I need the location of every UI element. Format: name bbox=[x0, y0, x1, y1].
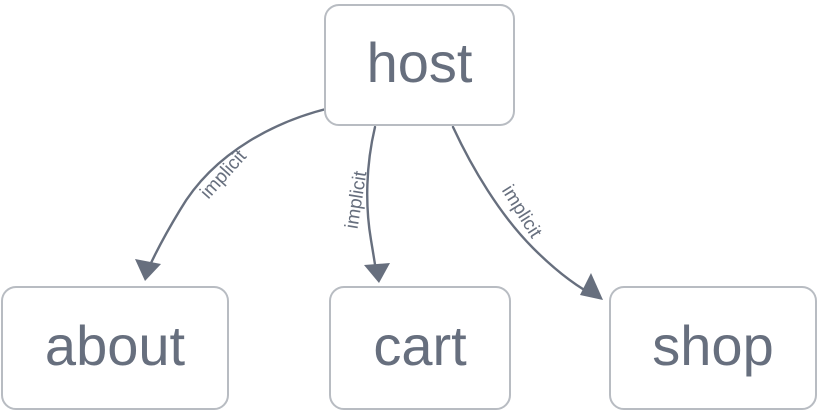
edge-host-shop-path bbox=[451, 125, 599, 299]
node-group: host about cart shop bbox=[1, 4, 817, 410]
node-host-box[interactable] bbox=[324, 4, 515, 126]
edge-group: implicit implicit implicit bbox=[135, 106, 603, 300]
node-shop-box[interactable] bbox=[609, 286, 817, 410]
edge-host-shop-arrowhead-icon bbox=[580, 273, 603, 300]
node-about-label: about bbox=[45, 314, 186, 377]
node-cart[interactable]: cart bbox=[329, 286, 511, 410]
edge-host-cart-label: implicit bbox=[342, 169, 372, 230]
edge-host-about-path bbox=[143, 106, 332, 278]
edge-host-cart-arrowhead-icon bbox=[364, 263, 390, 283]
edge-host-cart-path bbox=[366, 125, 379, 280]
node-about-box[interactable] bbox=[1, 286, 229, 410]
edge-host-shop-label: implicit bbox=[497, 182, 546, 243]
node-about[interactable]: about bbox=[1, 286, 229, 410]
edge-host-shop[interactable]: implicit bbox=[451, 125, 603, 300]
edge-host-about-label: implicit bbox=[196, 146, 251, 204]
node-cart-label: cart bbox=[373, 314, 467, 377]
edge-host-about-arrowhead-icon bbox=[135, 259, 161, 281]
node-host[interactable]: host bbox=[324, 4, 515, 126]
edge-host-about[interactable]: implicit bbox=[135, 106, 332, 281]
edge-host-cart[interactable]: implicit bbox=[342, 125, 390, 283]
node-host-label: host bbox=[367, 31, 473, 94]
node-shop[interactable]: shop bbox=[609, 286, 817, 410]
node-cart-box[interactable] bbox=[329, 286, 511, 410]
node-shop-label: shop bbox=[652, 314, 773, 377]
